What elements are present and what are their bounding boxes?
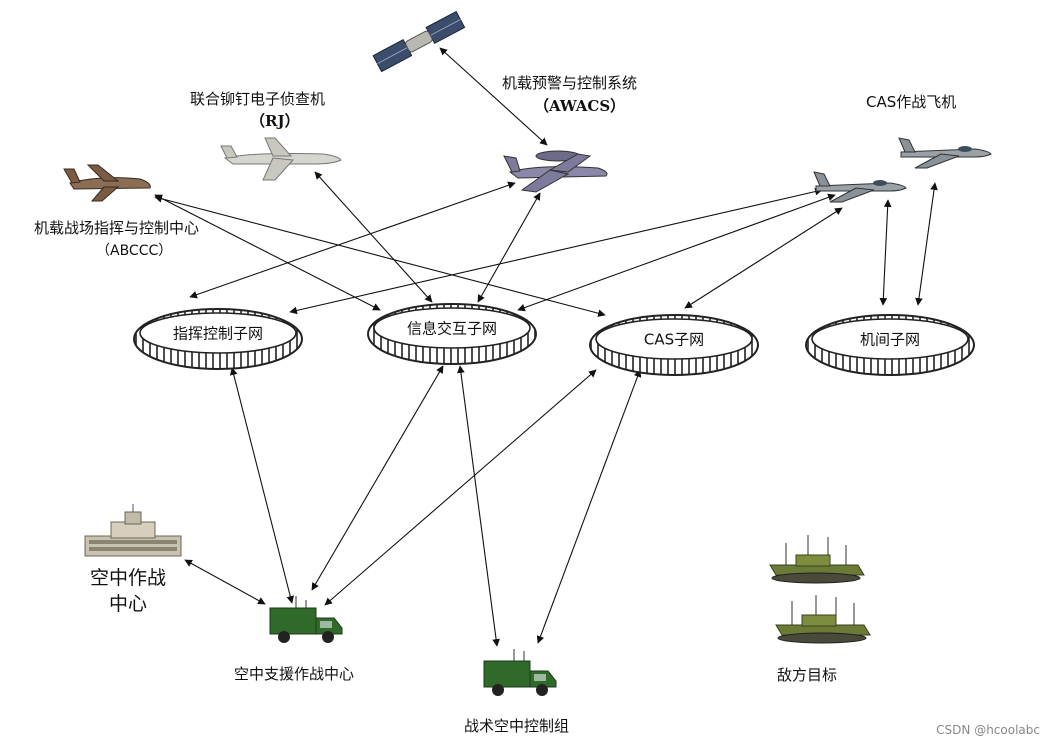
awacs-aircraft-icon xyxy=(503,150,608,193)
link-info-awacs xyxy=(477,192,541,303)
link-command-asoc xyxy=(229,367,295,604)
awacs-label: 机载预警与控制系统 xyxy=(502,74,638,92)
enemy-tank-icon xyxy=(775,595,871,644)
subnet-ring-inter[interactable] xyxy=(805,314,975,376)
link-info-tacp xyxy=(457,365,500,647)
link-inter-cas1 xyxy=(879,199,892,306)
subnet-cas-label: CAS子网 xyxy=(643,330,705,349)
tacp-vehicle-icon xyxy=(483,649,557,696)
rj-label: 联合铆钉电子侦查机 xyxy=(190,90,326,108)
subnet-ring-info[interactable] xyxy=(367,303,537,365)
aoc-label-line2: 中心 xyxy=(109,593,148,615)
link-aoc-asoc xyxy=(184,559,266,605)
building-icon xyxy=(84,504,182,557)
awacs-sub-label: （AWACS） xyxy=(534,97,626,115)
link-info-rj xyxy=(314,171,433,303)
satellite-icon xyxy=(372,10,466,73)
rj-aircraft-icon xyxy=(220,137,342,181)
link-cas-cas xyxy=(684,207,843,309)
link-info-asoc xyxy=(311,365,444,591)
tacp-label: 战术空中控制组 xyxy=(464,717,570,735)
link-satellite-awacs xyxy=(439,47,548,146)
abccc-sub-label: （ABCCC） xyxy=(96,243,173,259)
link-inter-cas2 xyxy=(915,182,938,306)
subnet-ring-command[interactable] xyxy=(133,308,303,370)
subnet-command-label: 指挥控制子网 xyxy=(172,324,264,343)
aoc-label-line1: 空中作战 xyxy=(90,567,167,589)
asoc-vehicle-icon xyxy=(269,596,343,643)
link-command-awacs xyxy=(189,181,516,299)
rj-sub-label: （RJ） xyxy=(250,112,300,130)
enemy-label: 敌方目标 xyxy=(777,666,838,684)
watermark: CSDN @hcoolabc xyxy=(936,723,1040,737)
subnet-ring-cas[interactable] xyxy=(589,314,759,376)
link-group xyxy=(154,47,938,647)
link-info-cas xyxy=(517,193,836,312)
link-command-cas xyxy=(289,187,823,315)
cas-aircraft-label: CAS作战飞机 xyxy=(866,93,957,111)
link-cas-tacp xyxy=(536,369,642,644)
asoc-label: 空中支援作战中心 xyxy=(234,665,355,683)
abccc-label: 机载战场指挥与控制中心 xyxy=(34,219,200,237)
abccc-aircraft-icon xyxy=(63,164,151,202)
link-command-abccc xyxy=(154,194,381,311)
link-cas-asoc xyxy=(324,369,597,606)
enemy-tank-icon xyxy=(769,535,865,584)
cas-fighter-icon xyxy=(813,171,907,203)
link-cas-abccc xyxy=(154,195,606,317)
cas-fighter-icon xyxy=(898,137,992,169)
subnet-info-label: 信息交互子网 xyxy=(406,319,498,338)
subnet-inter-label: 机间子网 xyxy=(859,330,921,349)
